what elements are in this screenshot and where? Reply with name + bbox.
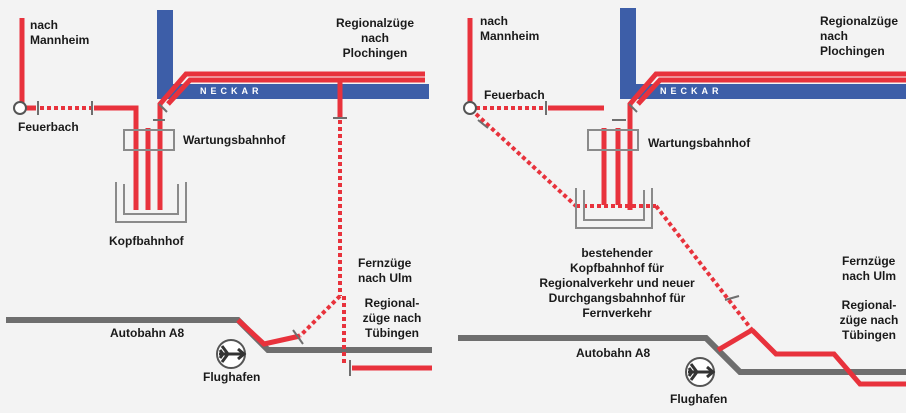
left-river-horizontal [157,84,429,99]
left-label-wartungsbahnhof: Wartungsbahnhof [183,133,286,147]
right-label-feuerbach: Feuerbach [484,88,545,102]
left-kopfbahnhof [115,182,187,223]
right-station-outer [575,188,653,229]
right-panel [458,8,906,387]
right-line-airport-spur [716,327,754,353]
left-airplane-icon [218,345,247,363]
left-label-flughafen: Flughafen [203,370,261,384]
left-line-airport [236,318,301,347]
left-portals [37,101,351,376]
left-wartungsbahnhof [123,129,175,151]
right-tunnel-south [654,204,754,332]
right-line-plochingen [627,71,906,210]
right-river-vertical [620,8,636,92]
right-label-wartungsbahnhof: Wartungsbahnhof [648,136,751,150]
right-tunnel-diagonal [474,112,578,208]
right-neckar-label: NECKAR [660,86,723,96]
left-neckar-label: NECKAR [200,86,263,96]
right-feuerbach-station [463,101,477,115]
left-tunnel-ulm [298,294,342,338]
right-line-airport [750,328,906,387]
left-label-feuerbach: Feuerbach [18,120,79,134]
right-line-plochingen-2 [636,77,906,106]
left-line-plochingen [157,71,425,210]
right-station-inner [583,190,645,221]
right-label-autobahn: Autobahn A8 [576,346,651,360]
right-wartungsbahnhof [587,129,639,151]
right-autobahn [458,335,906,375]
left-label-kopfbahnhof: Kopfbahnhof [109,234,184,248]
left-feuerbach-station [13,101,27,115]
left-river-vertical [157,10,173,86]
left-panel [6,10,432,376]
right-portals [477,101,740,301]
right-river-horizontal [620,84,906,99]
right-label-flughafen: Flughafen [670,392,728,406]
right-airplane-icon [687,363,716,381]
left-line-feuerbach-hbf [94,105,139,210]
left-kopfbahnhof-inner [123,184,179,215]
left-label-autobahn: Autobahn A8 [110,326,185,340]
left-line-plochingen-2 [166,77,425,106]
